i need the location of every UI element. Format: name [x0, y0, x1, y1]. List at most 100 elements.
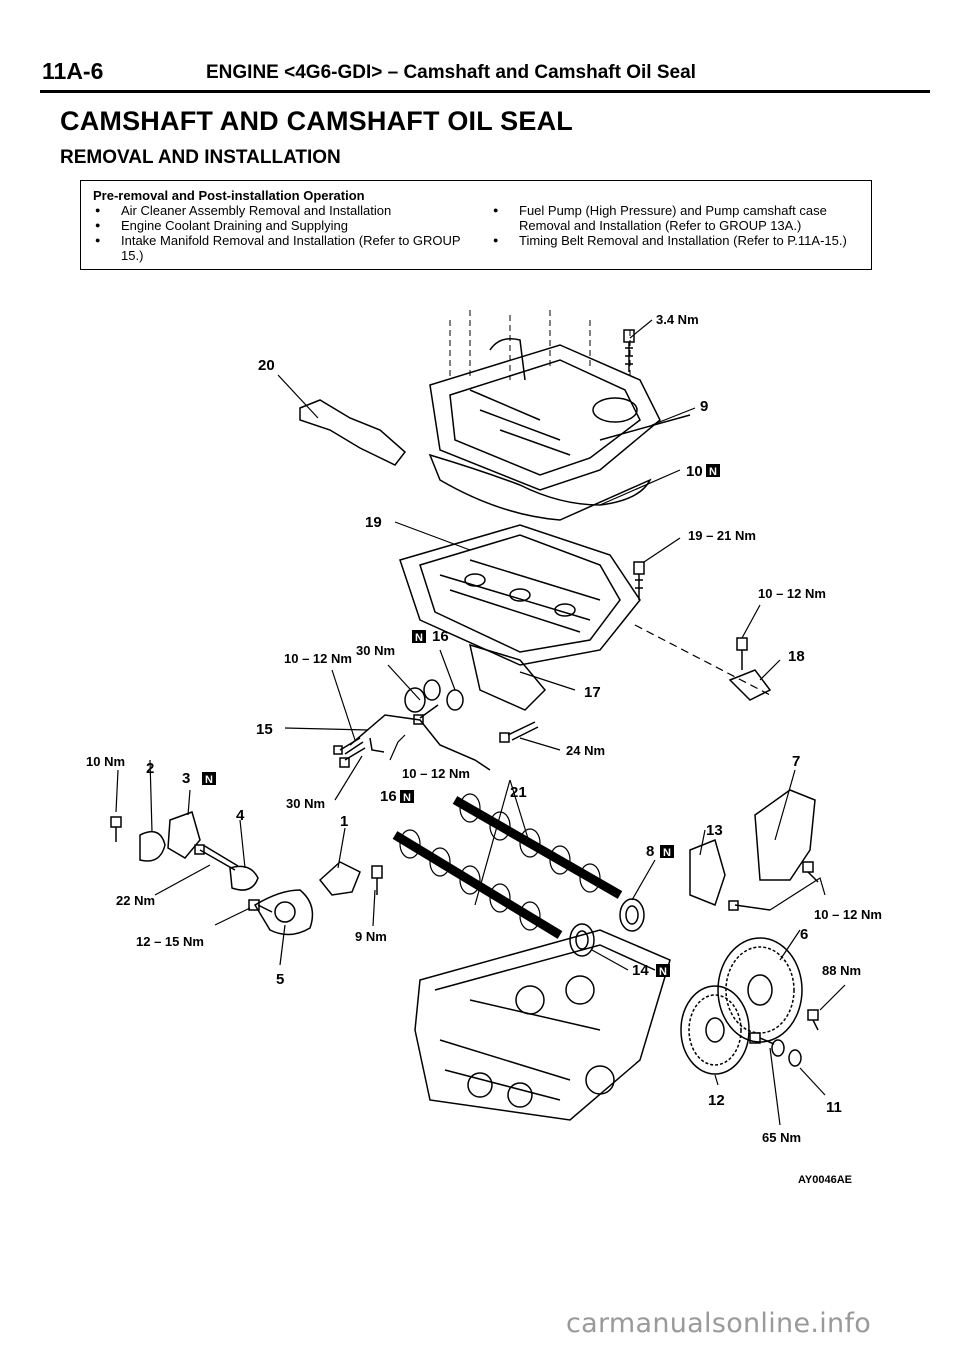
- operation-item: Fuel Pump (High Pressure) and Pump camsh…: [491, 203, 866, 233]
- diagram-labels: 3.4 Nm 20 9 10 19 19 – 21 Nm 10 – 12 Nm …: [86, 312, 882, 1186]
- torque-label: 65 Nm: [762, 1130, 801, 1145]
- operation-item: Timing Belt Removal and Installation (Re…: [491, 233, 866, 248]
- part-number-label: 3: [182, 770, 190, 787]
- belt-cover-illustration: [689, 838, 726, 906]
- bolt-illustration: [333, 737, 364, 755]
- ignition-coil-illustration: [299, 399, 407, 466]
- part-number-label: 13: [706, 822, 723, 839]
- part-number-label: 19: [365, 514, 382, 531]
- part-number-label: 6: [800, 926, 808, 943]
- washer-illustration: [771, 1039, 785, 1057]
- new-part-mark: N: [660, 845, 674, 859]
- svg-text:N: N: [663, 847, 671, 859]
- operation-item: Air Cleaner Assembly Removal and Install…: [93, 203, 473, 218]
- part-number-label: 8: [646, 843, 654, 860]
- part-number-label: 4: [236, 807, 245, 824]
- running-title: ENGINE <4G6-GDI> – Camshaft and Camshaft…: [206, 62, 696, 83]
- torque-label: 10 – 12 Nm: [758, 586, 826, 601]
- watermark: carmanualsonline.info: [566, 1308, 872, 1339]
- operation-item: Engine Coolant Draining and Supplying: [93, 218, 473, 233]
- svg-text:N: N: [709, 466, 717, 478]
- operation-item: Intake Manifold Removal and Installation…: [93, 233, 473, 263]
- page-header: 11A-6 ENGINE <4G6-GDI> – Camshaft and Ca…: [40, 58, 928, 98]
- torque-label: 19 – 21 Nm: [688, 528, 756, 543]
- header-rule: [40, 90, 930, 93]
- torque-label: 10 – 12 Nm: [284, 651, 352, 666]
- svg-text:N: N: [403, 792, 411, 804]
- part-number-label: 9: [700, 398, 708, 415]
- part-number-label: 2: [146, 760, 154, 777]
- bolt-illustration: [802, 861, 819, 883]
- bolt-illustration: [749, 1032, 775, 1045]
- part-number-label: 5: [276, 971, 284, 988]
- part-number-label: 16: [432, 628, 449, 645]
- svg-text:N: N: [415, 632, 423, 644]
- part-number-label: 18: [788, 648, 805, 665]
- part-number-label: 11: [826, 1099, 842, 1116]
- torque-label: 9 Nm: [355, 929, 387, 944]
- new-part-marks: N N N N N N: [202, 464, 720, 978]
- actuator-illustration: [318, 861, 361, 896]
- bolt-illustration: [736, 637, 748, 670]
- section-subtitle: REMOVAL AND INSTALLATION: [60, 147, 341, 168]
- rear-cover-illustration: [754, 789, 816, 881]
- rocker-cover-illustration: [429, 310, 691, 491]
- part-number-label: 1: [340, 813, 348, 830]
- oil-control-valve-illustration: [404, 643, 547, 713]
- part-number-label: 14: [632, 962, 649, 979]
- operations-heading: Pre-removal and Post-installation Operat…: [93, 188, 365, 203]
- bolt-illustration: [413, 704, 439, 725]
- bolt-illustration: [248, 899, 273, 913]
- bolt-illustration: [807, 1009, 819, 1031]
- rocker-cover-gasket-illustration: [428, 453, 652, 521]
- new-part-mark: N: [400, 790, 414, 804]
- torque-label: 30 Nm: [356, 643, 395, 658]
- new-part-mark: N: [412, 630, 426, 644]
- operations-box: Pre-removal and Post-installation Operat…: [80, 180, 872, 270]
- sensor-illustration: [229, 865, 259, 891]
- part-number-label: 17: [584, 684, 601, 701]
- part-number-label: 21: [510, 784, 527, 801]
- cam-position-sensor-illustration: [728, 669, 772, 701]
- cylinder-head-illustration: [414, 929, 671, 1121]
- bolt-illustration: [728, 900, 771, 911]
- torque-label: 3.4 Nm: [656, 312, 699, 327]
- svg-text:N: N: [205, 774, 213, 786]
- cover-plate-illustration: [139, 830, 166, 862]
- oil-seal-illustration: [569, 923, 595, 957]
- page-title: CAMSHAFT AND CAMSHAFT OIL SEAL: [60, 106, 573, 136]
- oil-pipe-illustration: [349, 714, 491, 771]
- washer-illustration: [788, 1049, 802, 1067]
- oil-seal-illustration: [619, 898, 645, 932]
- torque-label: 10 – 12 Nm: [814, 907, 882, 922]
- diagram-artwork: [110, 310, 846, 1126]
- bolt-illustration: [194, 844, 239, 871]
- bolt-illustration: [623, 329, 635, 372]
- bolt-illustration: [371, 865, 383, 895]
- part-number-label: 7: [792, 753, 800, 770]
- pump-housing-illustration: [253, 889, 314, 936]
- new-part-mark: N: [656, 964, 670, 978]
- page-number: 11A-6: [42, 58, 104, 84]
- new-part-mark: N: [202, 772, 216, 786]
- bolt-illustration: [633, 561, 645, 600]
- part-number-label: 20: [258, 357, 275, 374]
- torque-label: 22 Nm: [116, 893, 155, 908]
- cam-sprocket-illustration: [680, 985, 750, 1075]
- leader-lines: [115, 319, 846, 1126]
- svg-text:N: N: [659, 966, 667, 978]
- new-part-mark: N: [706, 464, 720, 478]
- part-number-label: 10: [686, 463, 703, 480]
- oil-pipe-bracket-illustration: [369, 737, 385, 753]
- part-number-label: 15: [256, 721, 273, 738]
- torque-label: 10 – 12 Nm: [402, 766, 470, 781]
- bolt-illustration: [110, 816, 122, 842]
- figure-code: AY0046AE: [798, 1174, 852, 1186]
- bolt-illustration: [339, 747, 366, 768]
- part-number-label: 16: [380, 788, 397, 805]
- torque-label: 12 – 15 Nm: [136, 934, 204, 949]
- operations-list-left: Air Cleaner Assembly Removal and Install…: [93, 203, 473, 263]
- camshaft-illustration: [392, 793, 623, 939]
- camshaft-carrier-illustration: [399, 524, 641, 666]
